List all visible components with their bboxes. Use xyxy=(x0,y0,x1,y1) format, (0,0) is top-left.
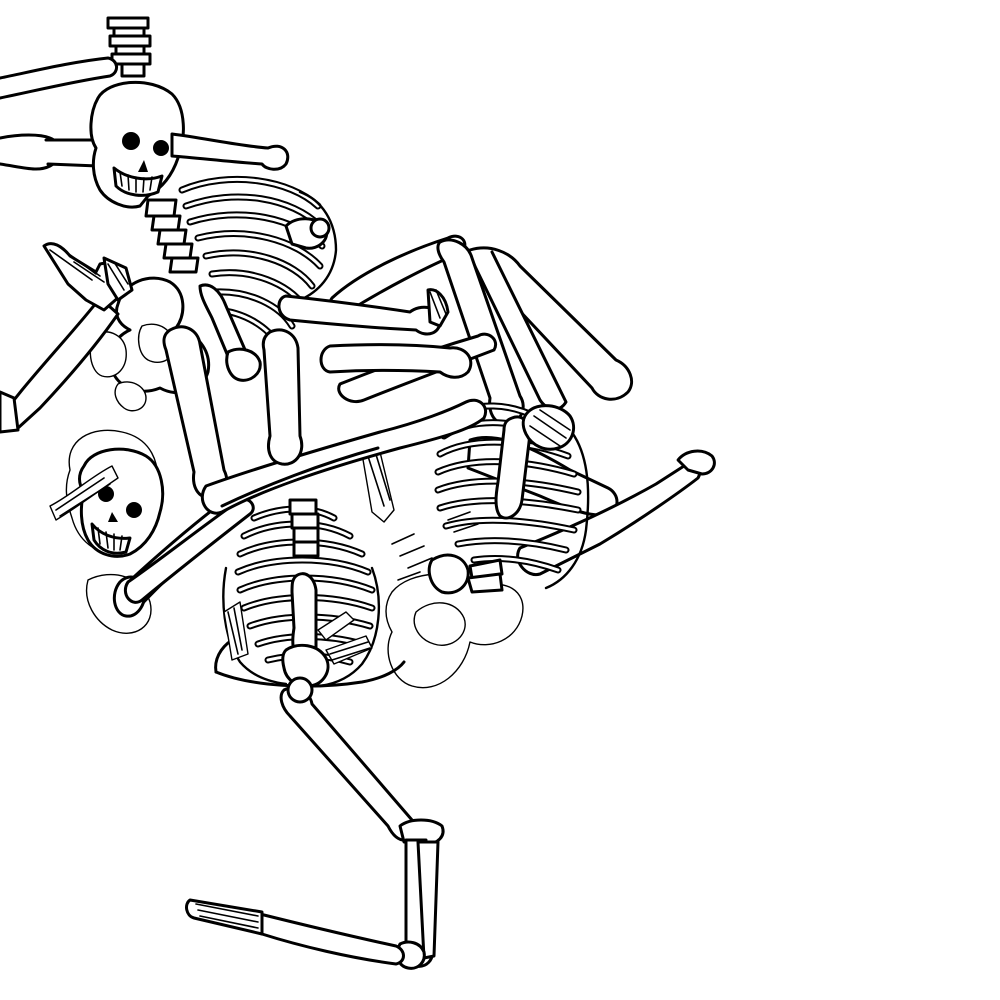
humerus-upper-left xyxy=(0,56,118,100)
hand-upper-left xyxy=(42,242,134,312)
skull-lower xyxy=(49,447,165,558)
humerus-down xyxy=(162,325,229,500)
skull-upper xyxy=(89,80,185,209)
eye-socket-left xyxy=(122,132,140,150)
skeleton-middle xyxy=(319,238,590,594)
foot xyxy=(185,898,405,966)
spine-upper xyxy=(144,198,200,274)
eye-socket-right xyxy=(153,140,169,156)
forearm-cross xyxy=(277,294,442,336)
humerus-right xyxy=(170,132,290,171)
femur-lower xyxy=(279,686,419,842)
spine-lower xyxy=(288,498,320,558)
eye-socket-right-lower xyxy=(126,502,142,518)
skeleton-lower xyxy=(49,328,487,970)
hand-middle xyxy=(521,404,575,451)
ribcage-upper xyxy=(178,175,338,348)
nasal-cavity xyxy=(138,160,148,172)
skeleton-upper xyxy=(0,16,450,500)
faint-spine xyxy=(391,511,479,581)
